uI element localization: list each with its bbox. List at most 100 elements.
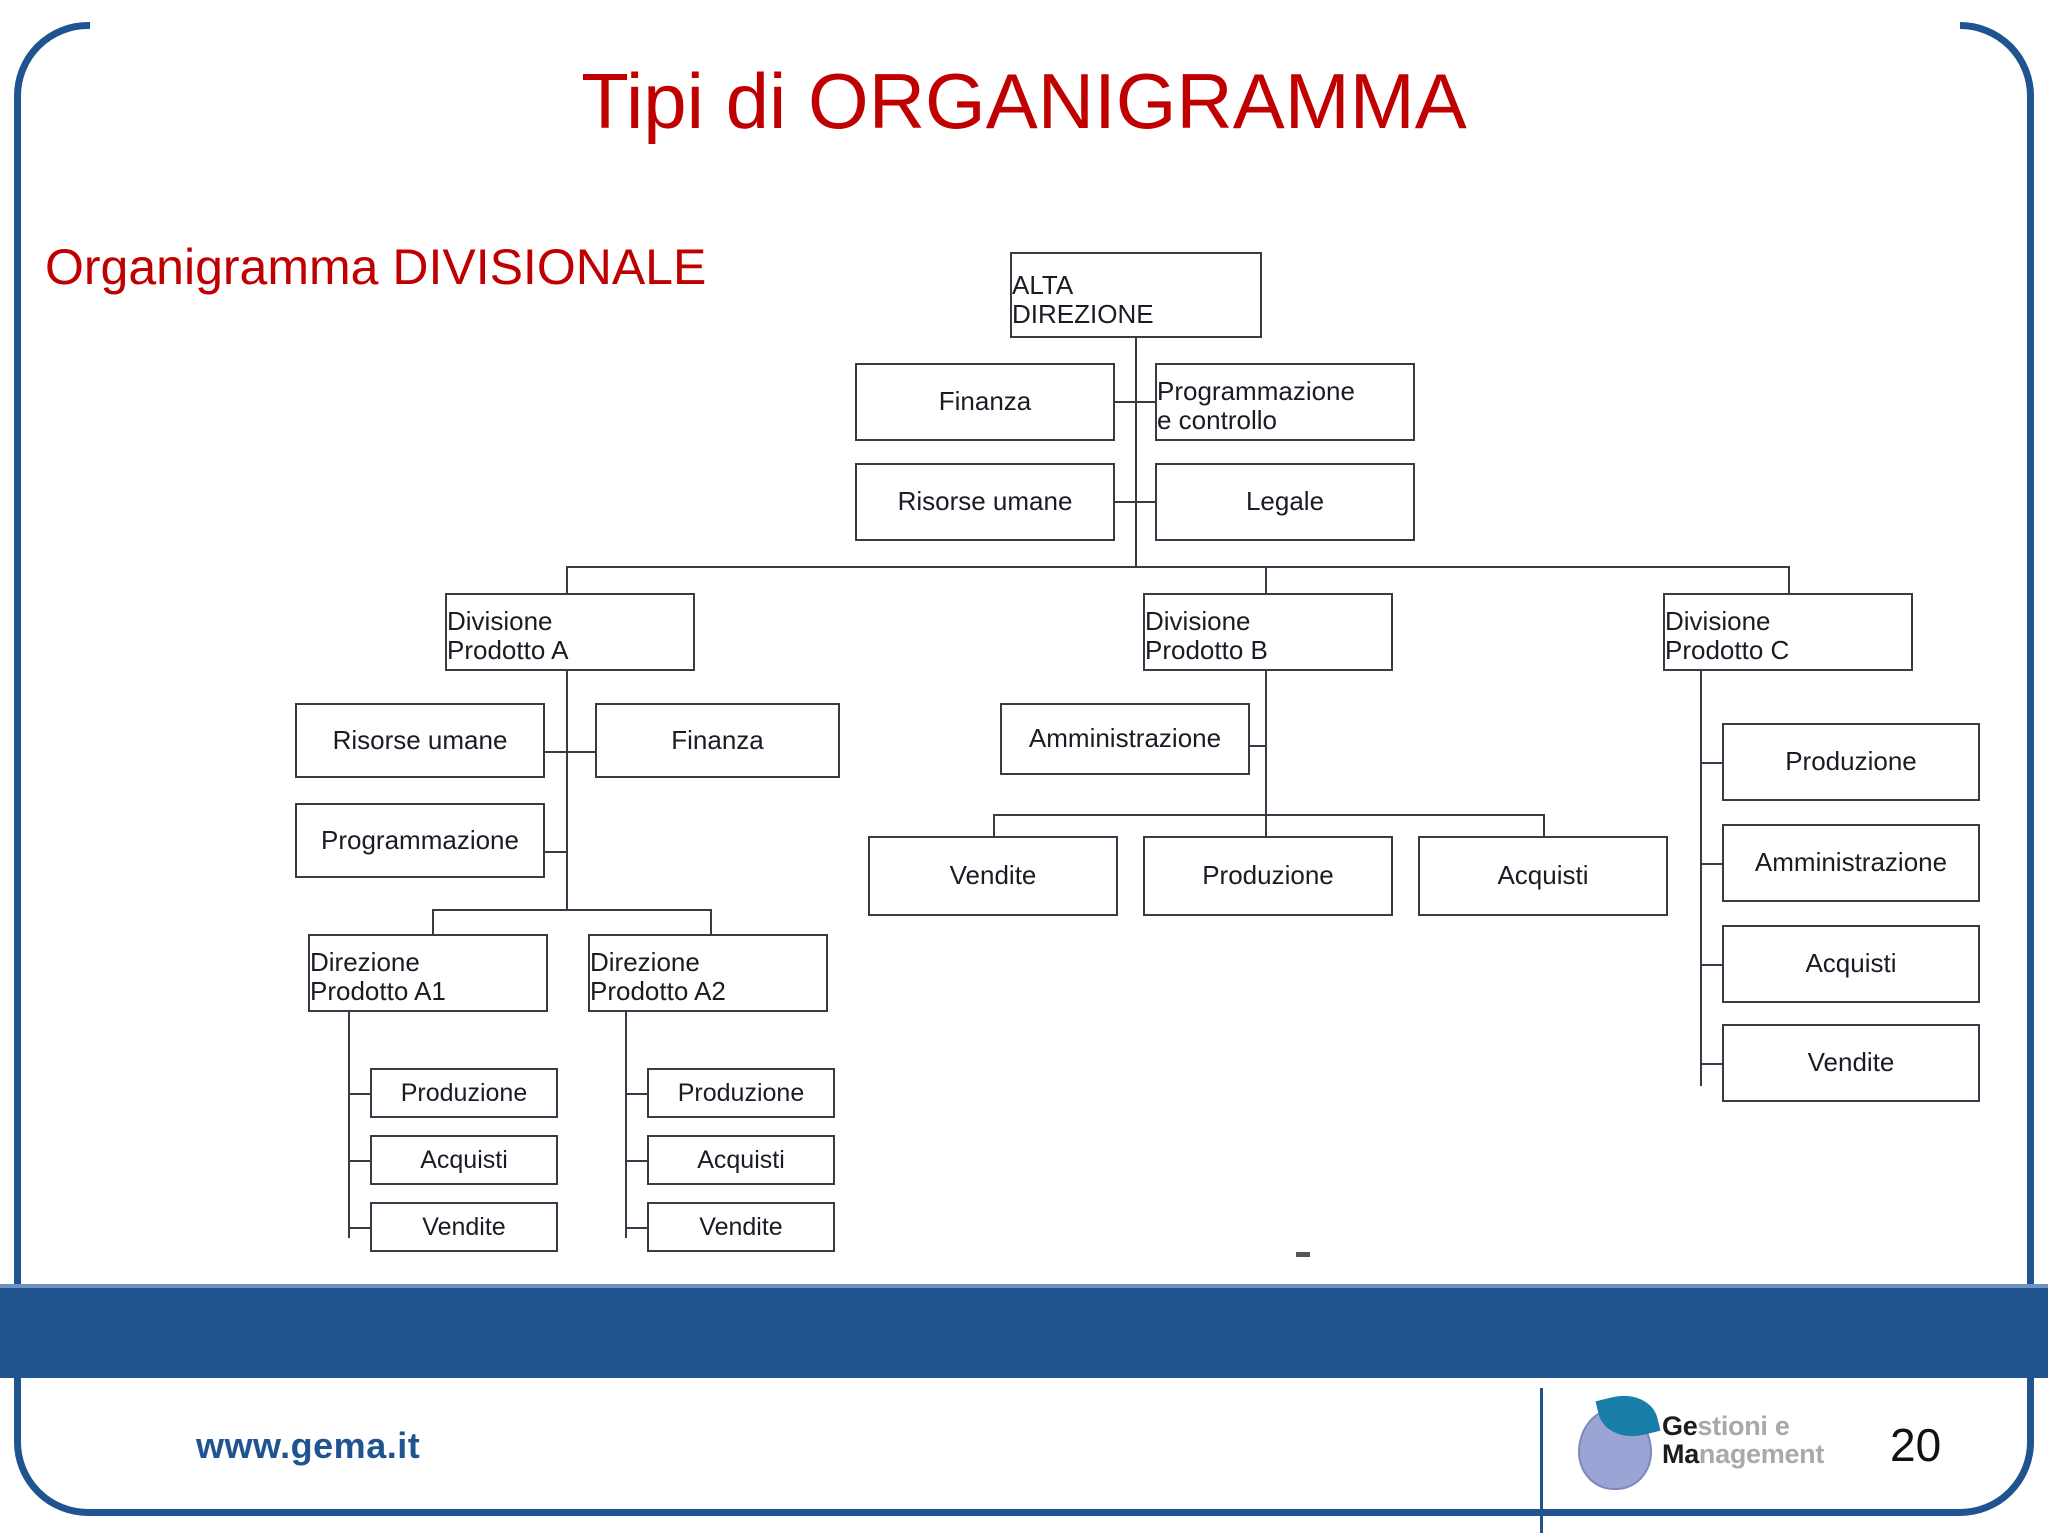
division-a-children-bus [432, 909, 712, 911]
node-label: Amministrazione [1028, 723, 1222, 754]
node-line1: Direzione [310, 946, 420, 977]
node-label: Acquisti [697, 1146, 785, 1174]
node-line2: Prodotto A [447, 635, 569, 665]
node-label: Produzione [677, 1079, 805, 1107]
page-title: Tipi di ORGANIGRAMMA [581, 57, 1467, 145]
node-line2: Prodotto A1 [310, 976, 446, 1006]
drop-division-a [566, 566, 568, 593]
connector-staff-risorse [1115, 501, 1137, 503]
drop-division-b [1265, 566, 1267, 593]
node-c-acquisti: Acquisti [1722, 925, 1980, 1003]
connector-staff-prog-controllo [1135, 401, 1157, 403]
node-label: Legale [1245, 486, 1325, 517]
node-line2: Prodotto A2 [590, 976, 726, 1006]
connector-a-finanza [568, 751, 595, 753]
connector-a2-vendite [625, 1227, 647, 1229]
connector-c-produzione [1700, 762, 1722, 764]
node-staff-risorse-umane: Risorse umane [855, 463, 1115, 541]
node-c-amministrazione: Amministrazione [1722, 824, 1980, 902]
spine-division-a [566, 671, 568, 911]
node-a2-produzione: Produzione [647, 1068, 835, 1118]
logo-line1-dark: Ge [1662, 1411, 1698, 1441]
node-line1: Divisione [447, 605, 553, 636]
node-a1-acquisti: Acquisti [370, 1135, 558, 1185]
node-line2: DIREZIONE [1012, 299, 1154, 329]
node-divisione-prodotto-b: Divisione Prodotto B [1143, 593, 1393, 671]
division-bus [566, 566, 1788, 568]
node-a1-produzione: Produzione [370, 1068, 558, 1118]
node-label: Produzione [1202, 860, 1334, 891]
node-staff-programmazione-controllo: Programmazione e controllo [1155, 363, 1415, 441]
node-a-finanza: Finanza [595, 703, 840, 778]
node-label: Amministrazione [1754, 847, 1948, 878]
drop-b-acquisti [1543, 814, 1545, 836]
connector-a2-acquisti [625, 1160, 647, 1162]
node-label: Finanza [938, 386, 1032, 417]
node-a-programmazione: Programmazione [295, 803, 545, 878]
node-a-risorse-umane: Risorse umane [295, 703, 545, 778]
node-line2: Prodotto B [1145, 635, 1268, 665]
node-label: Vendite [422, 1213, 506, 1241]
node-label: Vendite [699, 1213, 783, 1241]
connector-a1-acquisti [348, 1160, 370, 1162]
org-chart: ALTA DIREZIONE Finanza Programmazione e … [295, 252, 1980, 1252]
node-direzione-prodotto-a2: Direzione Prodotto A2 [588, 934, 828, 1012]
connector-c-vendite [1700, 1063, 1722, 1065]
node-label: Acquisti [1497, 860, 1589, 891]
node-label: Finanza [671, 724, 764, 755]
drop-a1 [432, 909, 434, 934]
footer-website-link[interactable]: www.gema.it [196, 1425, 421, 1466]
connector-a1-produzione [348, 1093, 370, 1095]
gema-logo: Gestioni e Management [1578, 1387, 1878, 1510]
artifact-mark [1296, 1252, 1310, 1257]
node-label: Vendite [949, 860, 1037, 891]
node-line1: Direzione [590, 946, 700, 977]
node-label: Risorse umane [332, 724, 508, 755]
node-b-amministrazione: Amministrazione [1000, 703, 1250, 775]
division-b-children-bus [993, 814, 1545, 816]
node-label: Acquisti [420, 1146, 508, 1174]
logo-wordmark: Gestioni e Management [1662, 1412, 1824, 1468]
node-label: Produzione [400, 1079, 528, 1107]
frame-top-gap [90, 6, 1960, 32]
node-label: Risorse umane [897, 486, 1073, 517]
spine-division-c [1700, 671, 1702, 1086]
logo-line2-grey: nagement [1698, 1439, 1825, 1470]
node-a1-vendite: Vendite [370, 1202, 558, 1252]
node-staff-finanza: Finanza [855, 363, 1115, 441]
node-b-vendite: Vendite [868, 836, 1118, 916]
node-line1: ALTA [1012, 269, 1074, 300]
spine-a1 [348, 1012, 350, 1238]
node-a2-vendite: Vendite [647, 1202, 835, 1252]
node-staff-legale: Legale [1155, 463, 1415, 541]
drop-b-produzione [1265, 814, 1267, 836]
node-divisione-prodotto-c: Divisione Prodotto C [1663, 593, 1913, 671]
node-b-produzione: Produzione [1143, 836, 1393, 916]
node-label: Programmazione [321, 824, 519, 855]
footer-divider [1540, 1388, 1543, 1533]
connector-a-risorse [545, 751, 568, 753]
page-number: 20 [1890, 1419, 1942, 1471]
node-alta-direzione: ALTA DIREZIONE [1010, 252, 1262, 338]
drop-b-vendite [993, 814, 995, 836]
connector-b-amministrazione [1250, 745, 1267, 747]
spine-root [1135, 338, 1137, 568]
node-direzione-prodotto-a1: Direzione Prodotto A1 [308, 934, 548, 1012]
connector-a2-produzione [625, 1093, 647, 1095]
spine-division-b [1265, 671, 1267, 816]
connector-c-amministrazione [1700, 863, 1722, 865]
node-divisione-prodotto-a: Divisione Prodotto A [445, 593, 695, 671]
node-line2: Prodotto C [1665, 635, 1790, 665]
node-c-produzione: Produzione [1722, 723, 1980, 801]
logo-line2-dark: Ma [1662, 1439, 1699, 1470]
drop-a2 [710, 909, 712, 934]
slide-subtitle: Organigramma DIVISIONALE [45, 239, 707, 295]
node-line1: Programmazione [1157, 375, 1355, 406]
node-label: Acquisti [1805, 948, 1897, 979]
node-line1: Divisione [1145, 605, 1251, 636]
connector-staff-finanza [1115, 401, 1137, 403]
connector-a1-vendite [348, 1227, 370, 1229]
connector-staff-legale [1135, 501, 1157, 503]
node-a2-acquisti: Acquisti [647, 1135, 835, 1185]
